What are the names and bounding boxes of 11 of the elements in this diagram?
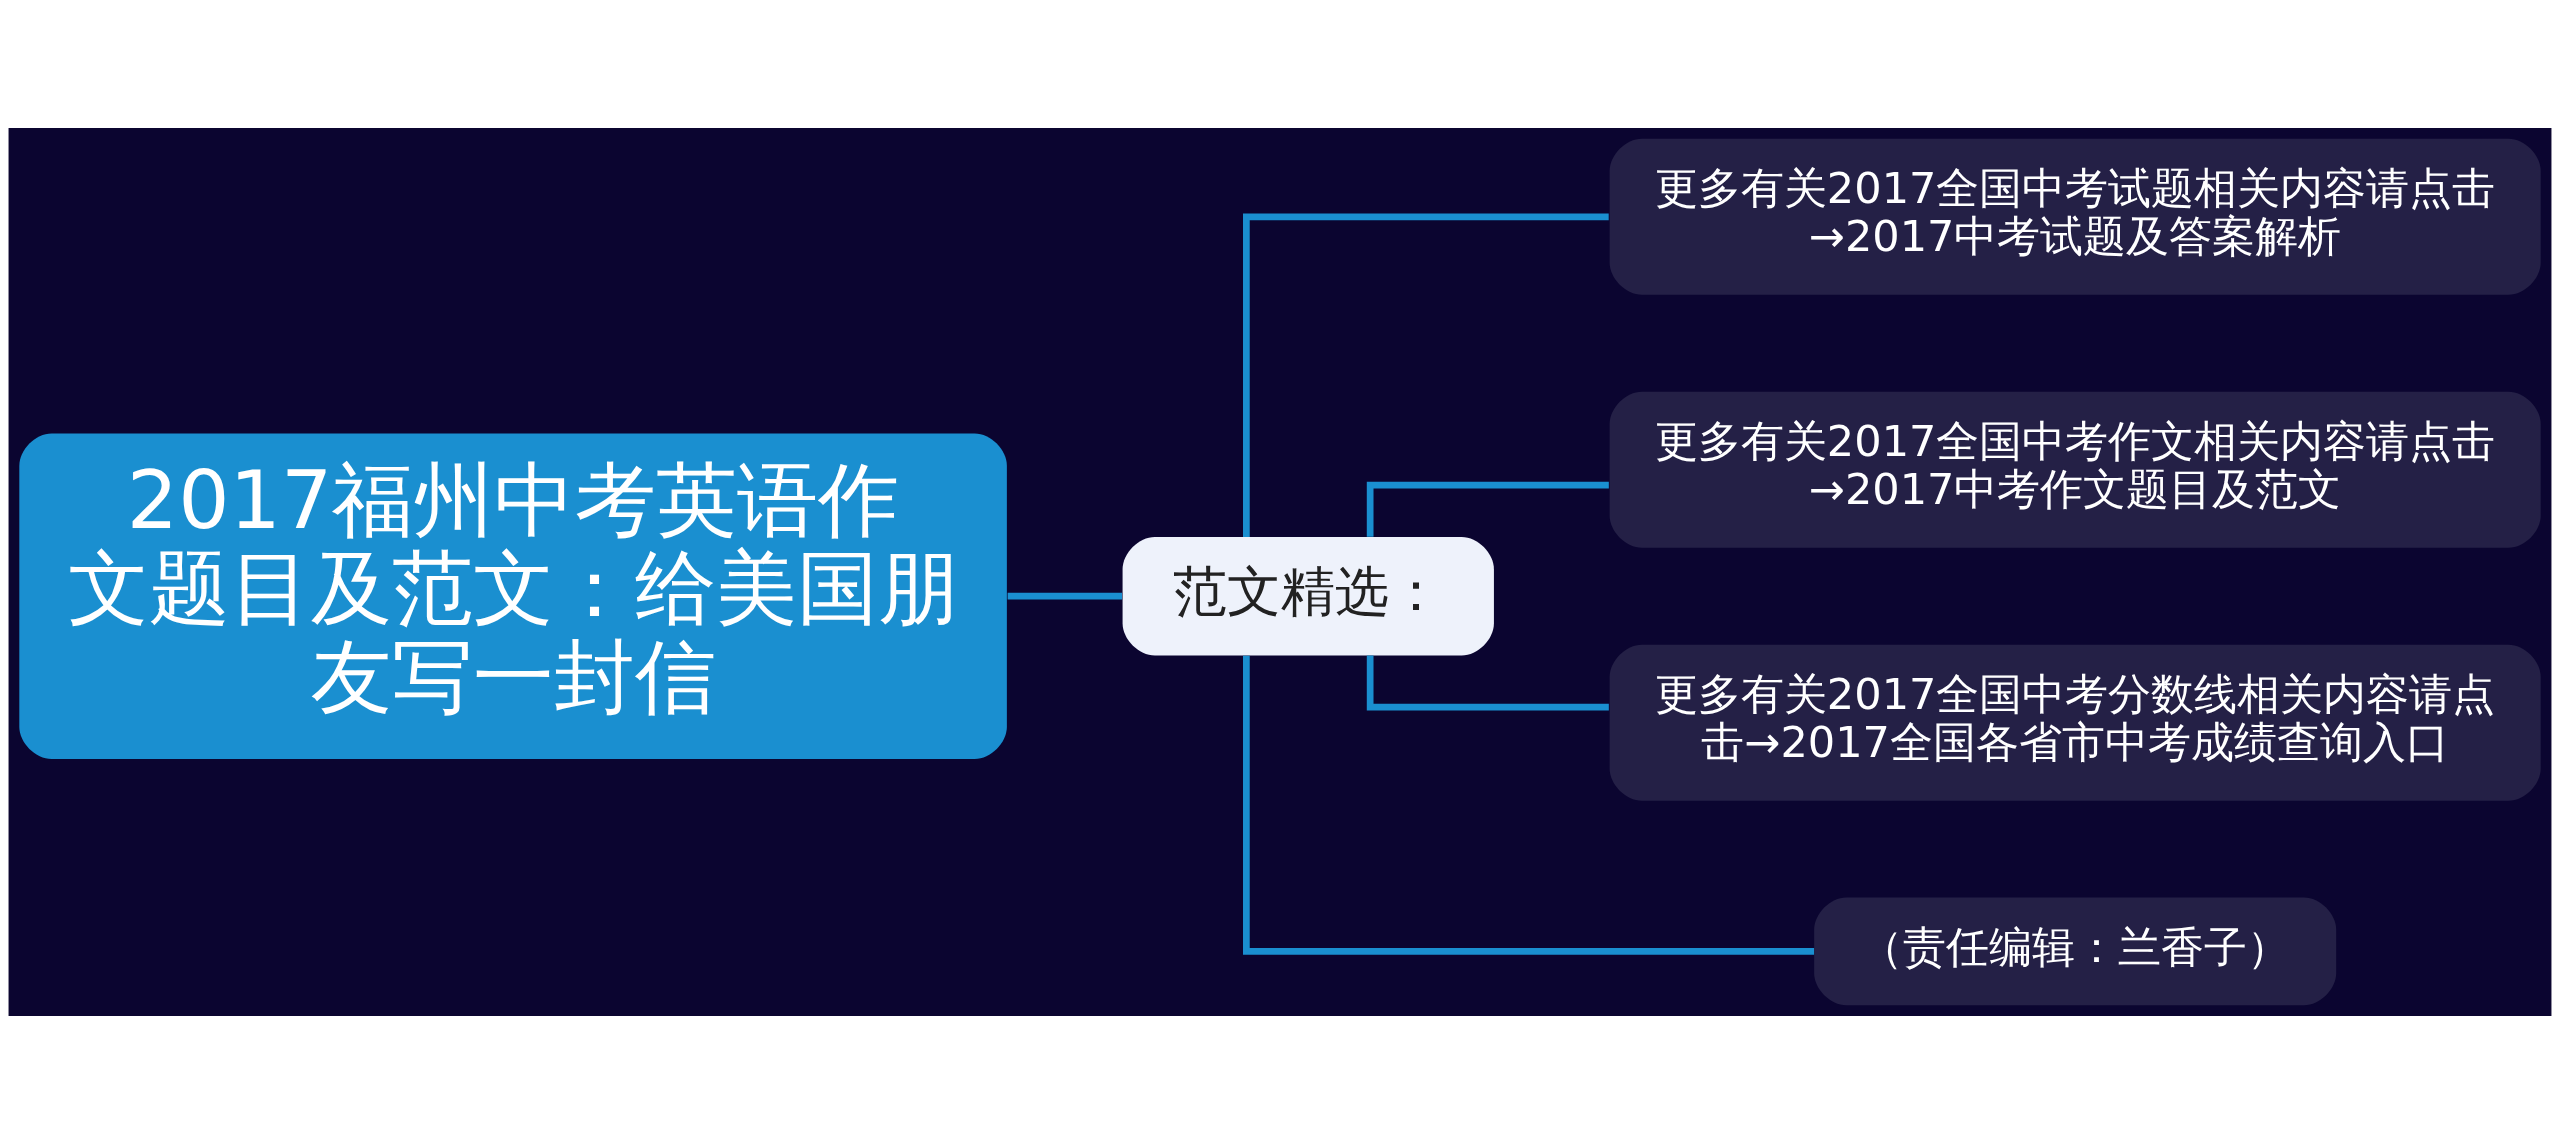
- node-box: 更多有关2017全国中考分数线相关内容请点击→2017全国各省市中考成绩查询入口: [1609, 644, 2541, 801]
- node-box: 范文精选：: [1122, 536, 1494, 655]
- node-box: 更多有关2017全国中考试题相关内容请点击→2017中考试题及答案解析: [1609, 138, 2541, 295]
- connector: [1243, 212, 1609, 537]
- connector: [1243, 655, 1815, 955]
- node-box: （责任编辑：兰香子）: [1814, 897, 2337, 1005]
- connector: [1366, 655, 1609, 711]
- connector: [1007, 592, 1122, 600]
- node-box: 更多有关2017全国中考作文相关内容请点击→2017中考作文题目及范文: [1609, 391, 2541, 548]
- connector: [1366, 481, 1609, 537]
- node-box: 2017福州中考英语作文题目及范文：给美国朋友写一封信: [19, 432, 1007, 759]
